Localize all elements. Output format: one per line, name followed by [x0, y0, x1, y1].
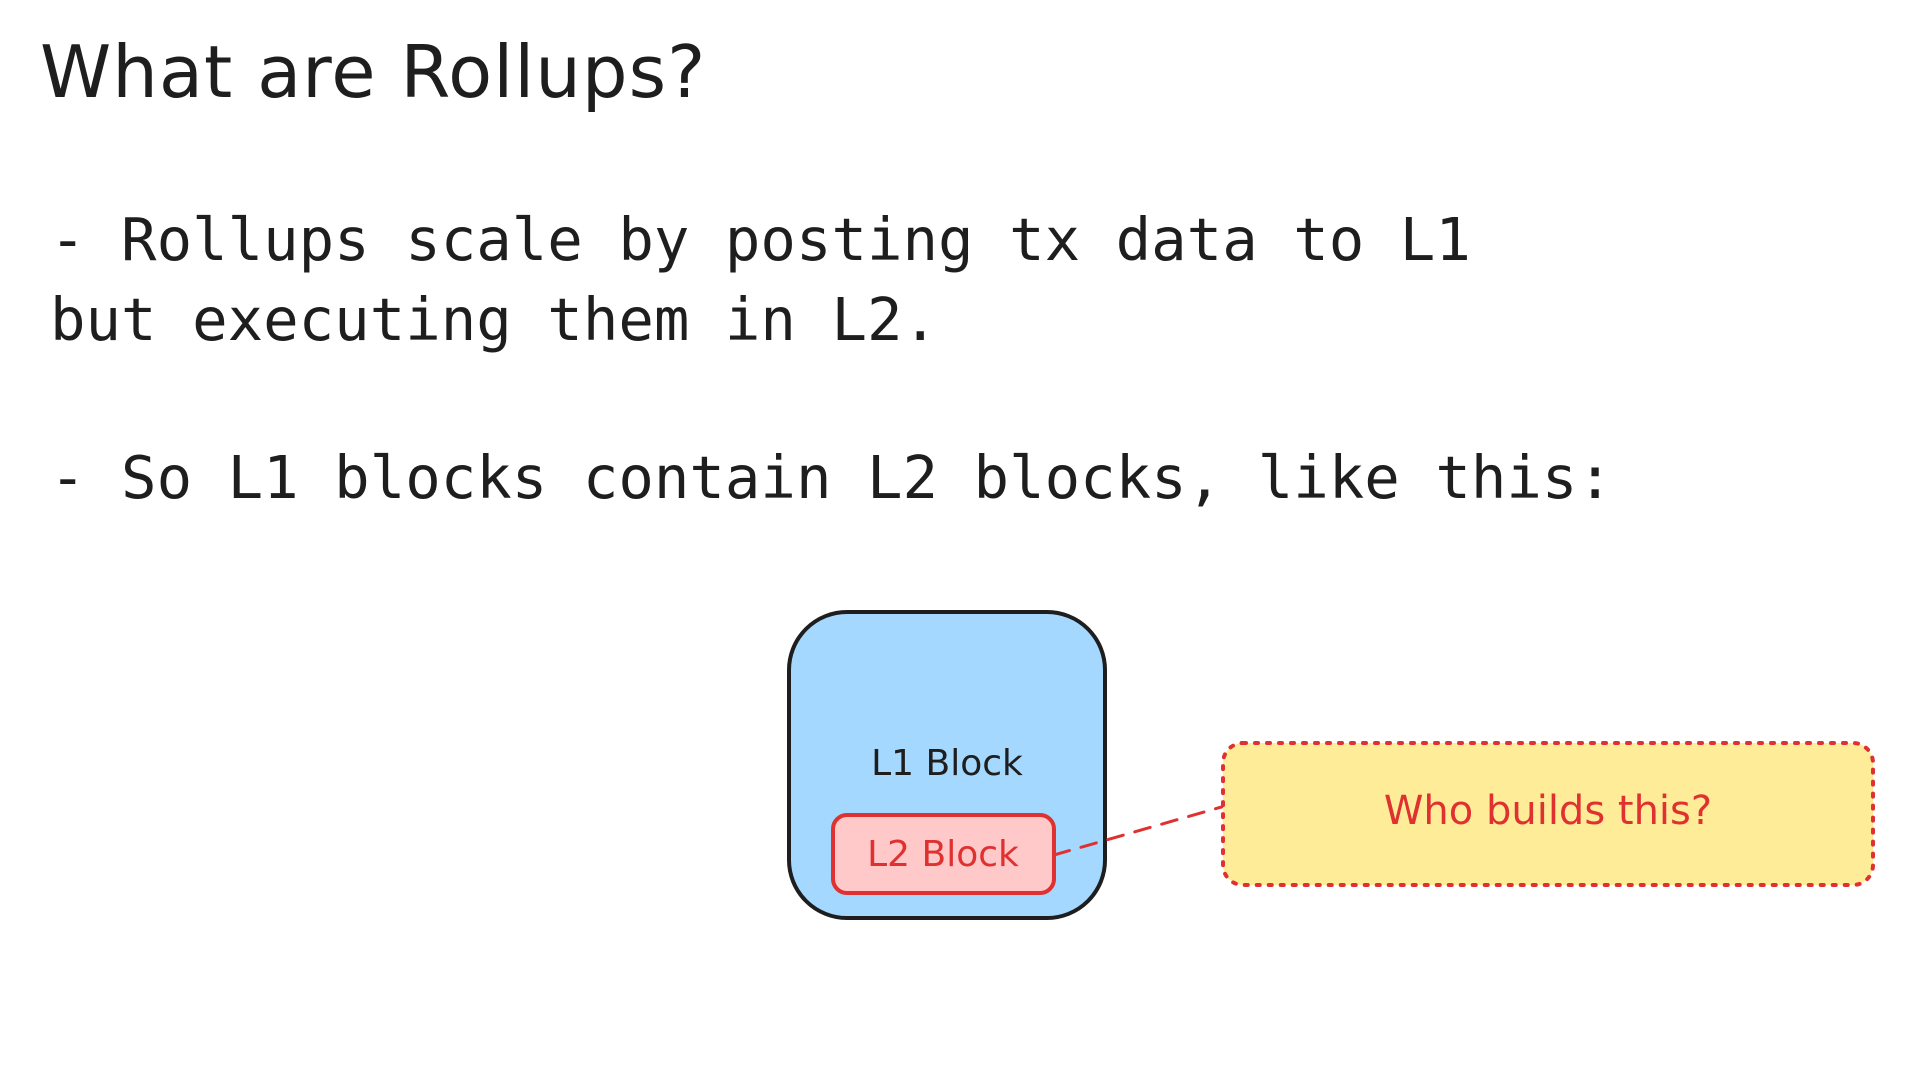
bullet-item-l1-contains-l2: - So L1 blocks contain L2 blocks, like t… [50, 438, 1613, 518]
callout: Who builds this? [1221, 741, 1875, 887]
bullet-line: but executing them in L2. [50, 285, 939, 354]
l2-block: L2 Block [831, 813, 1056, 895]
bullet-line: - So L1 blocks contain L2 blocks, like t… [50, 443, 1613, 512]
bullet-item-rollups-scale: - Rollups scale by posting tx data to L1… [50, 200, 1613, 360]
bullet-list: - Rollups scale by posting tx data to L1… [50, 200, 1613, 518]
callout-text: Who builds this? [1384, 788, 1712, 834]
slide-title: What are Rollups? [40, 30, 707, 114]
l1-block-label: L1 Block [871, 743, 1023, 784]
connector-line [1052, 804, 1227, 857]
l2-block-label: L2 Block [867, 834, 1019, 875]
callout-box [1221, 741, 1875, 887]
bullet-line: - Rollups scale by posting tx data to L1 [50, 205, 1471, 274]
